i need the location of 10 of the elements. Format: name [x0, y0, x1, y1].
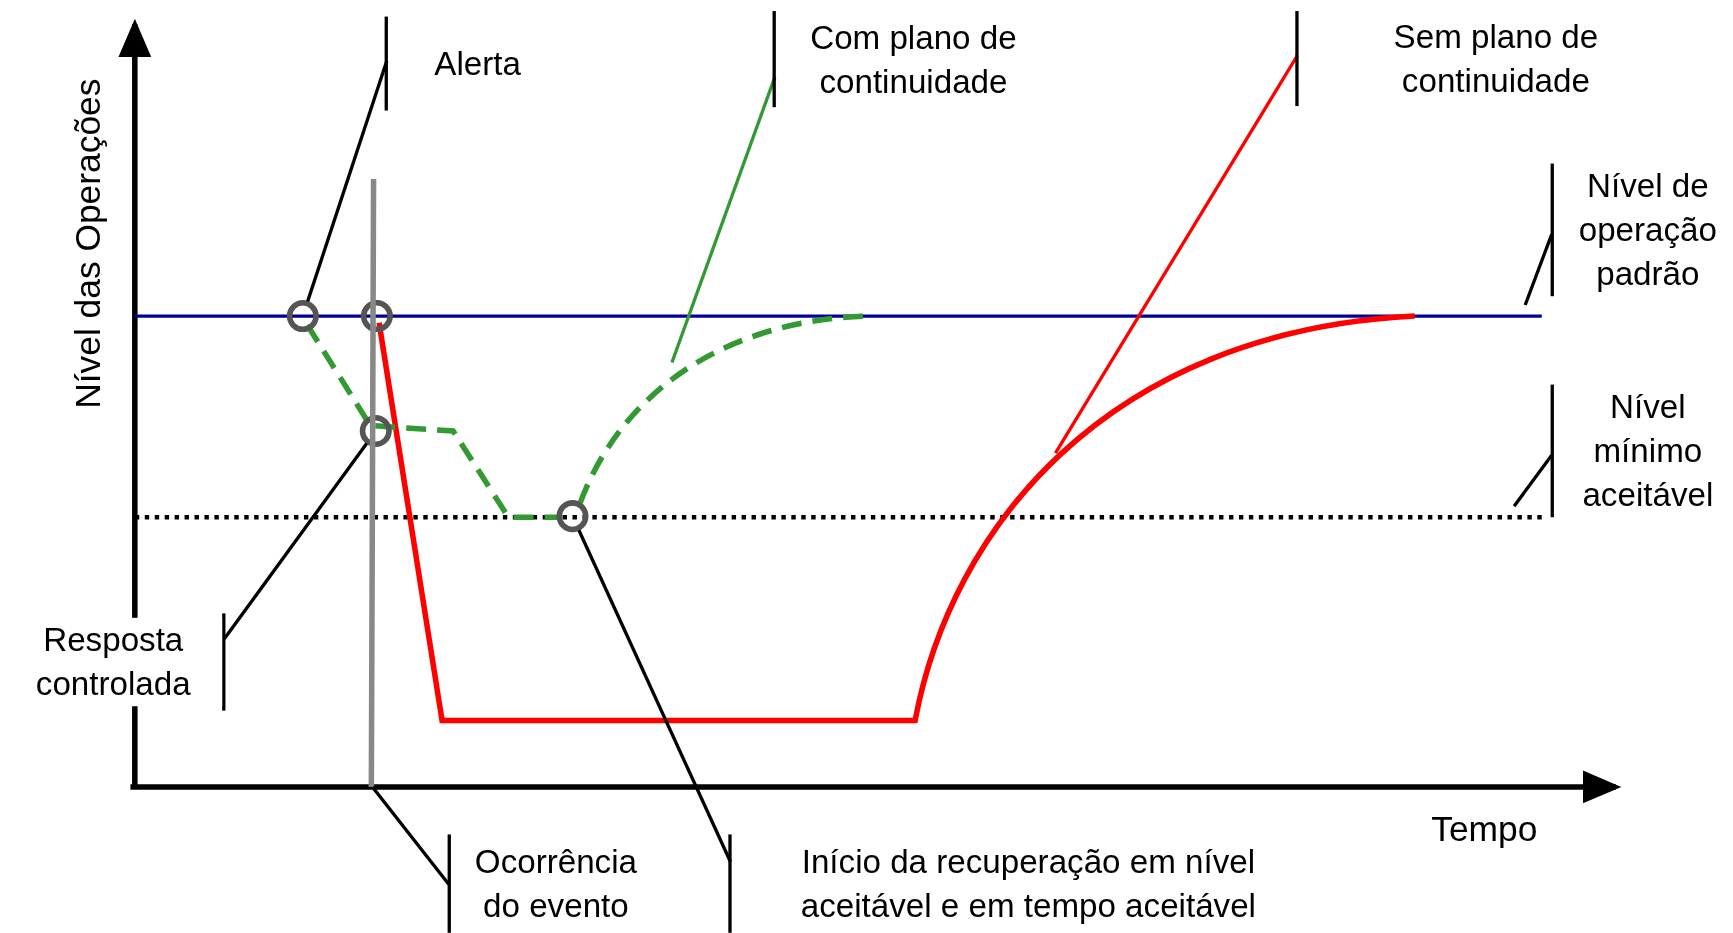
- callout-label: Alerta: [384, 16, 551, 111]
- axis-title: Tempo: [1431, 809, 1538, 850]
- marker-circle: [359, 415, 392, 448]
- marker-circle: [286, 300, 319, 333]
- leader-line: [371, 785, 450, 886]
- marker-circle: [556, 500, 589, 533]
- marker-circle: [360, 300, 393, 333]
- event-line: [368, 179, 377, 787]
- axis-title: Nível das Operações: [68, 78, 110, 409]
- leader-line: [223, 442, 368, 640]
